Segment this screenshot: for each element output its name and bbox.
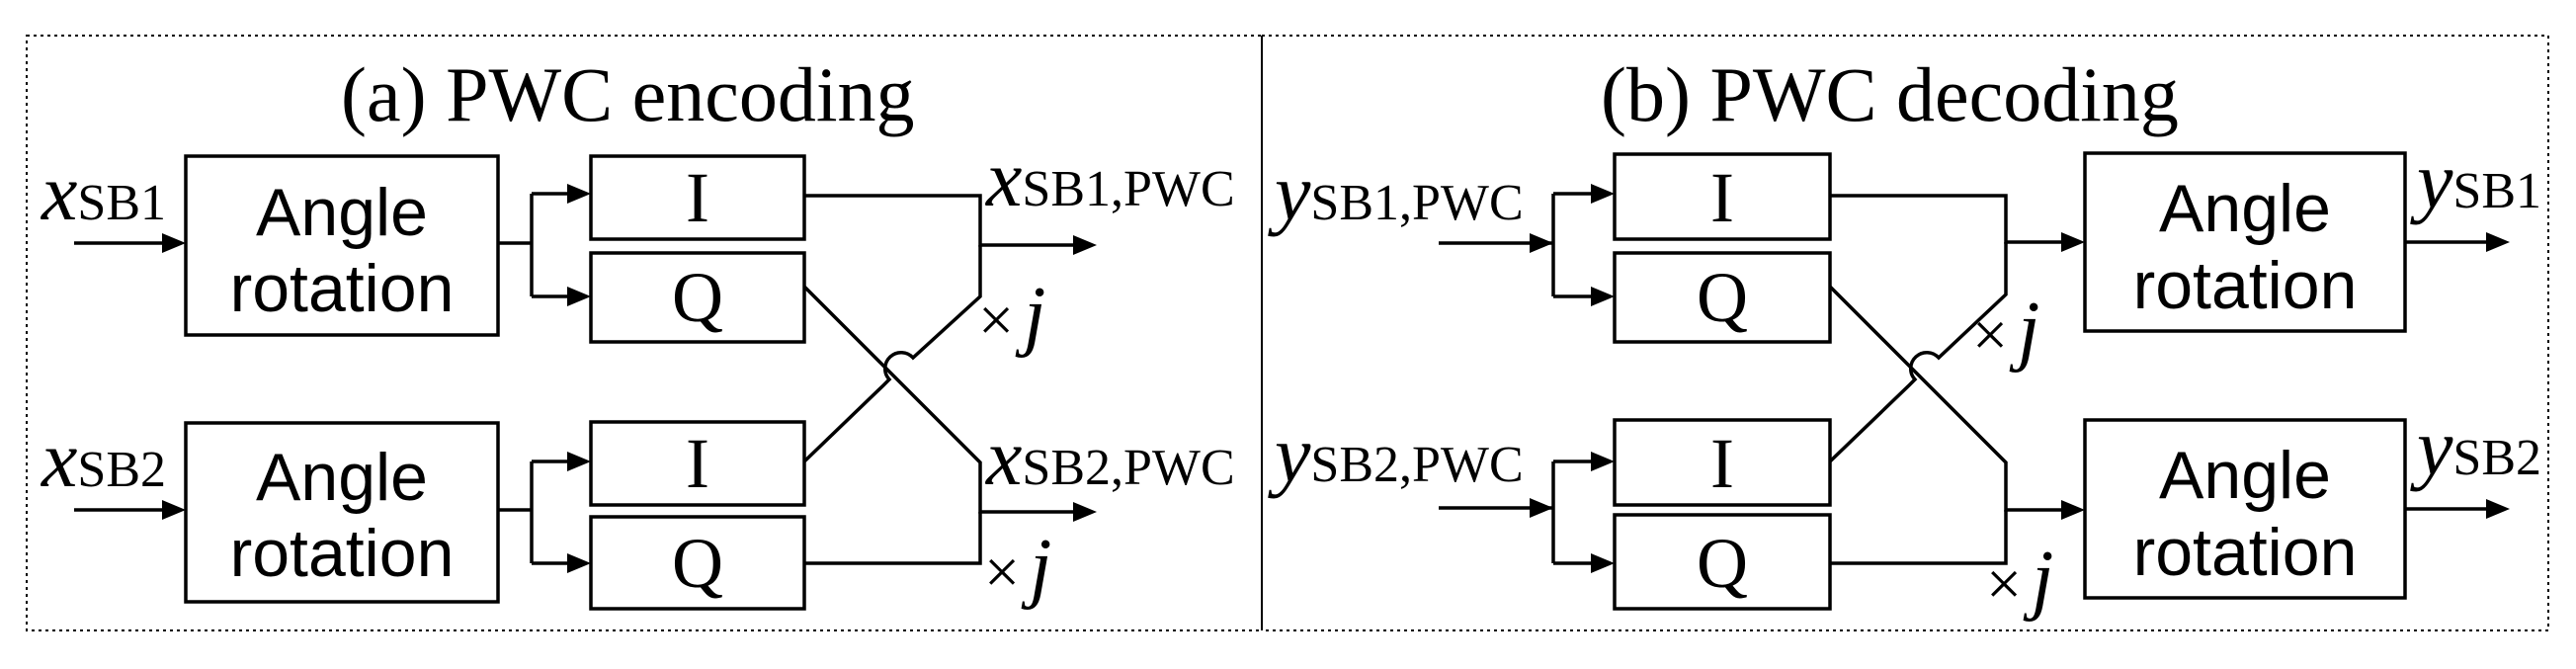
decoding-rotation-block-2 [2083, 418, 2407, 600]
decoding-output-2-label: ySB2 [2410, 402, 2541, 492]
encoding-split-2-arrow-i [567, 452, 591, 471]
decoding-wire-q1-rot2 [1828, 285, 2065, 512]
encoding-rotation-block-1-line1: Angle [256, 175, 428, 250]
encoding-input-1-label: xSB1 [41, 147, 166, 237]
encoding-title: (a) PWC encoding [341, 51, 915, 137]
decoding-panel: (b) PWC decoding ySB1,PWC ySB2,PWC I Q I… [1268, 51, 2541, 623]
encoding-panel-border [26, 35, 1263, 631]
decoding-rotation-block-1-line1: Angle [2159, 171, 2331, 246]
encoding-output-1-arrowhead [1073, 235, 1097, 255]
decoding-input-2-arrowhead [1530, 498, 1553, 518]
decoding-i-block-1-label: I [1710, 158, 1734, 237]
encoding-q-block-2-label: Q [672, 524, 723, 603]
encoding-panel: (a) PWC encoding xSB1 xSB2 Angle rotatio… [41, 51, 1235, 611]
decoding-input-2-wire [1439, 460, 1595, 565]
decoding-multiplier-2: ×j [1986, 536, 2053, 623]
decoding-q-block-1 [1613, 251, 1832, 344]
decoding-rotation-block-1 [2083, 151, 2407, 333]
encoding-q-block-1-label: Q [672, 258, 723, 337]
decoding-q-block-1-label: Q [1697, 258, 1748, 337]
decoding-input-1-arrowhead [1530, 233, 1553, 253]
encoding-split-2 [498, 460, 571, 565]
encoding-input-1-arrowhead [162, 233, 186, 253]
decoding-rot1-arrowhead [2061, 232, 2085, 252]
decoding-rotation-block-1-line2: rotation [2133, 248, 2358, 323]
encoding-output-2-arrowhead [1073, 502, 1097, 522]
encoding-input-2-arrowhead [162, 500, 186, 520]
encoding-multiplier-1: ×j [978, 272, 1045, 359]
decoding-input-1-label: ySB1,PWC [1268, 147, 1524, 237]
decoding-output-2-arrowhead [2486, 499, 2510, 519]
decoding-rotation-block-2-line1: Angle [2159, 438, 2331, 513]
decoding-wire-i1-rot1 [1830, 194, 2065, 244]
decoding-input-2-label: ySB2,PWC [1268, 409, 1524, 499]
decoding-i-block-2-label: I [1710, 424, 1734, 503]
decoding-rotation-block-2-line2: rotation [2133, 515, 2358, 590]
decoding-q-block-2-label: Q [1697, 524, 1748, 603]
encoding-output-1-label: xSB1,PWC [985, 133, 1235, 223]
decoding-split-2-arrow-i [1591, 452, 1615, 471]
encoding-split-1 [498, 192, 571, 298]
decoding-split-1-arrow-i [1591, 184, 1615, 204]
encoding-i-block-1-label: I [686, 158, 709, 237]
encoding-i-block-2-label: I [686, 424, 709, 503]
decoding-split-1-arrow-q [1591, 287, 1615, 306]
encoding-wire-q2-out2 [804, 512, 982, 565]
encoding-split-1-arrow-q [567, 287, 591, 306]
encoding-q-block-1 [589, 251, 806, 344]
encoding-rotation-block-1 [184, 154, 500, 337]
decoding-multiplier-1: ×j [1972, 287, 2039, 374]
decoding-split-2-arrow-q [1591, 553, 1615, 573]
decoding-input-1-wire [1439, 192, 1595, 298]
decoding-wire-q2-rot2 [1830, 510, 2008, 565]
encoding-rotation-block-2-line2: rotation [230, 516, 455, 591]
encoding-wire-q1-out2 [802, 285, 1077, 514]
decoding-title: (b) PWC decoding [1601, 51, 2179, 137]
encoding-wire-i1-out1 [804, 194, 1077, 247]
encoding-i-block-1 [589, 154, 806, 241]
decoding-output-1-label: ySB1 [2410, 135, 2541, 225]
encoding-i-block-2 [589, 420, 806, 507]
decoding-i-block-1 [1613, 152, 1832, 241]
encoding-rotation-block-1-line2: rotation [230, 251, 455, 326]
decoding-i-block-2 [1613, 418, 1832, 507]
encoding-rotation-block-2 [184, 421, 500, 604]
encoding-split-2-arrow-q [567, 553, 591, 573]
encoding-output-2-label: xSB2,PWC [985, 412, 1235, 502]
encoding-wire-i2-out1 [802, 245, 982, 463]
decoding-output-1-arrowhead [2486, 232, 2510, 252]
encoding-split-1-arrow-i [567, 184, 591, 204]
encoding-input-2-label: xSB2 [41, 414, 166, 504]
decoding-wire-i2-rot1 [1828, 242, 2008, 463]
encoding-rotation-block-2-line1: Angle [256, 440, 428, 515]
decoding-rot2-arrowhead [2061, 500, 2085, 520]
encoding-multiplier-2: ×j [984, 524, 1051, 611]
